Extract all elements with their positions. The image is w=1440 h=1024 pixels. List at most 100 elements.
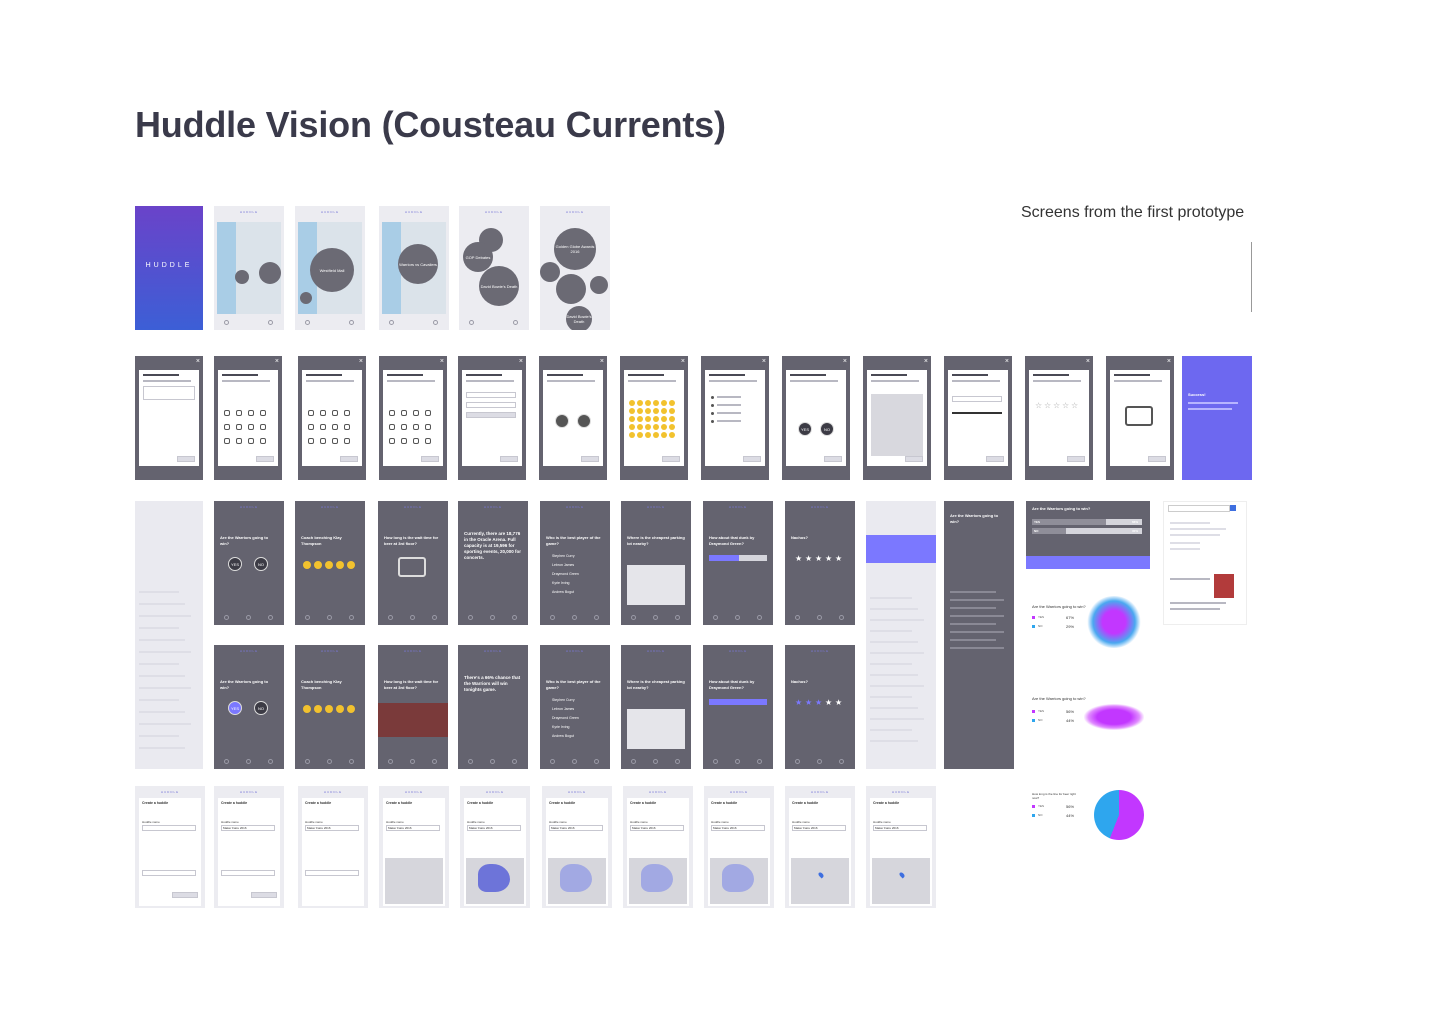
add-icon[interactable] [757, 615, 762, 620]
player-option[interactable]: Stephen Curry [552, 698, 575, 702]
map-picker[interactable] [871, 394, 923, 456]
emoji-icon[interactable] [637, 432, 643, 438]
screen-ask-question[interactable]: × [458, 356, 526, 480]
screen-ask-question[interactable]: × [701, 356, 769, 480]
emoji-icon[interactable] [645, 424, 651, 430]
post-button[interactable] [256, 456, 274, 462]
answer-type-icon[interactable] [224, 410, 230, 416]
huddle-name-field[interactable] [630, 825, 684, 831]
screen-ask-question[interactable]: × [863, 356, 931, 480]
huddle-name-field[interactable] [467, 825, 521, 831]
area-map[interactable] [710, 858, 768, 904]
search-icon[interactable] [389, 320, 394, 325]
huddle-name-field[interactable] [221, 825, 275, 831]
screen-ask-question[interactable]: × [620, 356, 688, 480]
close-icon[interactable]: × [1085, 358, 1090, 365]
player-option[interactable]: Kyrie Irving [552, 581, 570, 585]
emoji-icon[interactable] [653, 432, 659, 438]
post-button[interactable] [177, 456, 195, 462]
close-icon[interactable]: × [923, 358, 928, 365]
close-icon[interactable]: × [680, 358, 685, 365]
parking-map[interactable] [627, 709, 685, 749]
thumbs-up-icon[interactable] [555, 414, 569, 428]
star-icon[interactable]: ★ [795, 554, 803, 563]
add-icon[interactable] [433, 320, 438, 325]
add-icon[interactable] [839, 615, 844, 620]
emoji-icon[interactable] [645, 408, 651, 414]
search-icon[interactable] [388, 615, 393, 620]
answer-type-icon[interactable] [332, 410, 338, 416]
star-icon[interactable]: ★ [835, 554, 843, 563]
answer-type-icon[interactable] [224, 438, 230, 444]
screen-ask-question[interactable]: × [379, 356, 447, 480]
player-option[interactable]: Draymond Green [552, 716, 579, 720]
chat-icon[interactable] [246, 759, 251, 764]
dunk-slider-fill[interactable] [709, 555, 739, 561]
add-icon[interactable] [432, 759, 437, 764]
emoji-icon[interactable] [653, 424, 659, 430]
screen-ask-question[interactable]: × [214, 356, 282, 480]
emoji-icon[interactable] [637, 400, 643, 406]
screen-huddle-feed[interactable] [135, 501, 203, 769]
emoji-icon[interactable] [303, 561, 311, 569]
emoji-icon[interactable] [325, 561, 333, 569]
duration-select[interactable] [221, 870, 275, 876]
emoji-icon[interactable] [645, 432, 651, 438]
emoji-icon[interactable] [661, 416, 667, 422]
create-button[interactable] [251, 892, 277, 898]
star-icon[interactable]: ☆ [1053, 401, 1061, 410]
search-icon[interactable] [305, 320, 310, 325]
emoji-icon[interactable] [303, 705, 311, 713]
create-button[interactable] [172, 892, 198, 898]
chat-icon[interactable] [653, 759, 658, 764]
topic-bubble-gop[interactable]: GOP Debates [463, 242, 493, 272]
answer-type-icon[interactable] [320, 438, 326, 444]
chat-icon[interactable] [572, 759, 577, 764]
search-icon[interactable] [795, 615, 800, 620]
screen-huddle-feed-2[interactable] [866, 501, 936, 769]
player-option[interactable]: Lebron James [552, 563, 575, 567]
radio-icon[interactable] [711, 396, 714, 399]
answer-type-icon[interactable] [308, 410, 314, 416]
answer-type-icon[interactable] [248, 438, 254, 444]
emoji-icon[interactable] [661, 400, 667, 406]
answer-type-icon[interactable] [260, 424, 266, 430]
star-icon[interactable]: ★ [795, 698, 803, 707]
screen-map-2[interactable]: HUDDLE Westfield Mall [295, 206, 365, 330]
chat-icon[interactable] [817, 615, 822, 620]
map-bubble[interactable] [300, 292, 312, 304]
star-icon[interactable]: ★ [805, 554, 813, 563]
answer-type-icon[interactable] [401, 410, 407, 416]
emoji-icon[interactable] [653, 416, 659, 422]
answer-type-icon[interactable] [224, 424, 230, 430]
chat-icon[interactable] [246, 615, 251, 620]
emoji-icon[interactable] [645, 400, 651, 406]
news-screen[interactable] [1163, 501, 1247, 625]
emoji-icon[interactable] [347, 561, 355, 569]
answer-type-icon[interactable] [320, 424, 326, 430]
yes-button[interactable]: YES [228, 557, 242, 571]
emoji-icon[interactable] [637, 424, 643, 430]
emoji-icon[interactable] [653, 408, 659, 414]
duration-select[interactable] [305, 870, 359, 876]
no-button[interactable]: NO [254, 701, 268, 715]
emoji-icon[interactable] [629, 400, 635, 406]
close-icon[interactable]: × [761, 358, 766, 365]
yes-button[interactable]: YES [798, 422, 812, 436]
answer-type-icon[interactable] [248, 424, 254, 430]
dunk-slider-fill[interactable] [709, 699, 767, 705]
huddle-name-field[interactable] [142, 825, 196, 831]
player-option[interactable]: Lebron James [552, 707, 575, 711]
huddle-name-field[interactable] [873, 825, 927, 831]
area-map[interactable] [791, 858, 849, 904]
answer-type-icon[interactable] [308, 438, 314, 444]
answer-type-icon[interactable] [401, 438, 407, 444]
search-icon[interactable] [631, 615, 636, 620]
player-option[interactable]: Kyrie Irving [552, 725, 570, 729]
screen-map-1[interactable]: HUDDLE [214, 206, 284, 330]
